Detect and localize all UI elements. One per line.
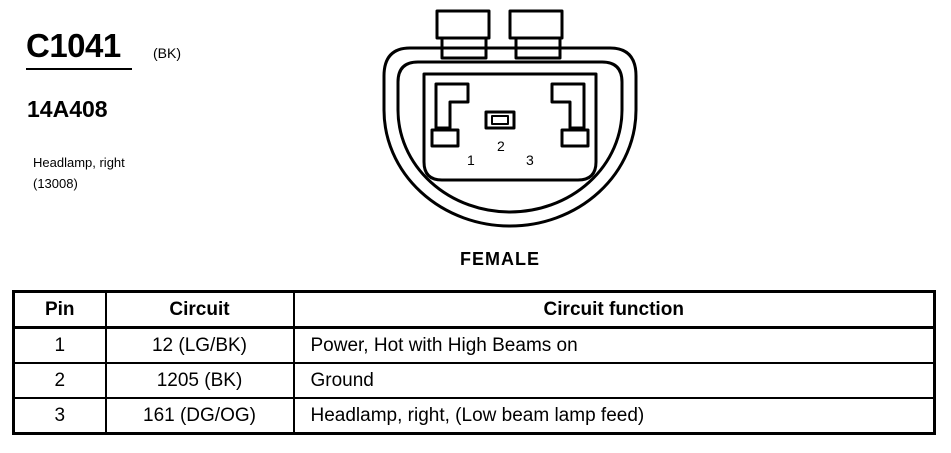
cell-circuit: 1205 (BK) bbox=[104, 362, 295, 399]
terminal-1 bbox=[434, 82, 470, 130]
cell-function: Headlamp, right, (Low beam lamp feed) bbox=[292, 397, 936, 435]
connector-id: C1041 bbox=[26, 27, 121, 64]
housing-outer bbox=[382, 46, 638, 228]
cell-circuit: 12 (LG/BK) bbox=[104, 326, 295, 364]
component-name: Headlamp, right bbox=[33, 155, 125, 170]
connector-face-diagram: 1 2 3 bbox=[382, 9, 638, 228]
pin-label-2: 2 bbox=[497, 138, 505, 154]
cell-circuit: 161 (DG/OG) bbox=[104, 397, 295, 435]
table-header-row: Pin Circuit Circuit function bbox=[12, 290, 936, 329]
table-row: 1 12 (LG/BK) Power, Hot with High Beams … bbox=[12, 326, 936, 364]
pin-label-1: 1 bbox=[467, 152, 475, 168]
connector-color: (BK) bbox=[153, 45, 181, 61]
terminal-3 bbox=[550, 82, 586, 130]
table-row: 3 161 (DG/OG) Headlamp, right, (Low beam… bbox=[12, 397, 936, 435]
terminal-1-latch bbox=[430, 128, 460, 148]
header-function: Circuit function bbox=[292, 290, 936, 329]
cell-pin: 2 bbox=[12, 362, 107, 399]
locking-tab-left bbox=[435, 9, 491, 40]
terminal-2-inner bbox=[491, 115, 509, 125]
cavity-outline bbox=[422, 72, 598, 182]
table-row: 2 1205 (BK) Ground bbox=[12, 362, 936, 399]
header-pin: Pin bbox=[12, 290, 107, 329]
cell-function: Ground bbox=[292, 362, 936, 399]
terminal-3-latch bbox=[560, 128, 590, 148]
terminal-2 bbox=[484, 110, 516, 130]
component-code: (13008) bbox=[33, 176, 78, 191]
locking-tab-right bbox=[508, 9, 564, 40]
pin-table: Pin Circuit Circuit function 1 12 (LG/BK… bbox=[12, 290, 936, 435]
cell-pin: 1 bbox=[12, 326, 107, 364]
pin-label-3: 3 bbox=[526, 152, 534, 168]
part-number: 14A408 bbox=[27, 96, 108, 122]
connector-id-underline bbox=[26, 68, 132, 70]
housing-inner bbox=[396, 60, 624, 214]
cell-pin: 3 bbox=[12, 397, 107, 435]
view-label: FEMALE bbox=[460, 249, 540, 269]
header-circuit: Circuit bbox=[104, 290, 295, 329]
cell-function: Power, Hot with High Beams on bbox=[292, 326, 936, 364]
